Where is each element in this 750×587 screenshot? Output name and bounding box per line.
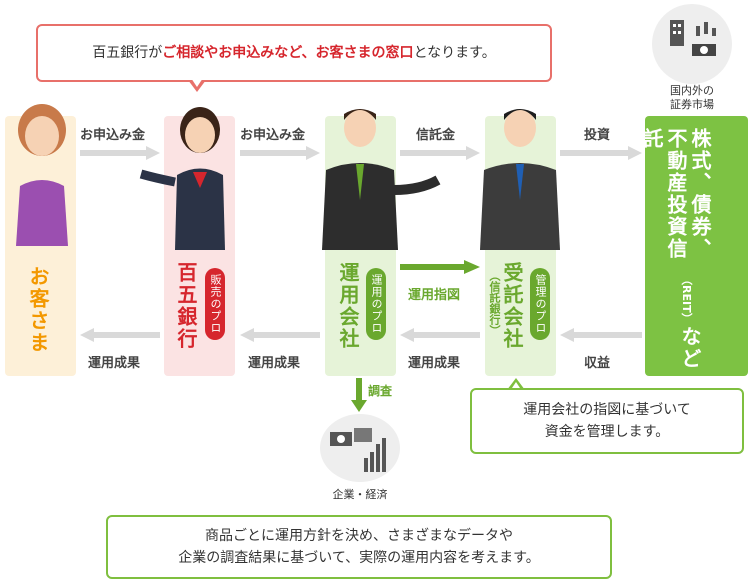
- trustee-badge: 管理のプロ: [530, 268, 550, 340]
- market-label: 国内外の 証券市場: [652, 84, 732, 112]
- trustee-callout-pointer-inner: [510, 382, 522, 391]
- flow-trust-arrow: [400, 146, 480, 160]
- flow-research-label: 調査: [368, 384, 393, 398]
- trustee-sub: （信託銀行）: [488, 270, 501, 336]
- company-economy-label: 企業・経済: [332, 488, 388, 501]
- flow-result2-label: 運用成果: [248, 356, 301, 371]
- flow-result3-label: 運用成果: [408, 356, 461, 371]
- flow-result1-arrow: [80, 328, 160, 342]
- callout-pointer-inner: [191, 78, 203, 87]
- flow-result2-arrow: [240, 328, 320, 342]
- management-callout: 商品ごとに運用方針を決め、さまざまなデータや 企業の調査結果に基づいて、実際の運…: [106, 515, 612, 579]
- callout-text-end: となります。: [413, 45, 496, 61]
- trustee-name: 受託会社: [500, 262, 524, 350]
- trustee-callout: 運用会社の指図に基づいて 資金を管理します。: [470, 388, 744, 454]
- flow-research-arrowhead: [351, 400, 367, 412]
- callout-highlight: ご相談やお申込みなど、お客さまの窓口: [162, 45, 414, 61]
- customer-name: お客さま: [26, 266, 50, 354]
- flow-income-label: 収益: [584, 356, 611, 371]
- market-label-line2: 証券市場: [670, 98, 714, 111]
- management-name: 運用会社: [336, 262, 360, 350]
- flow-trust-label: 信託金: [416, 128, 456, 143]
- market-icon: [652, 4, 732, 84]
- assets-column: [645, 116, 748, 376]
- management-badge: 運用のプロ: [366, 268, 386, 340]
- flow-instruction-label: 運用指図: [408, 288, 461, 303]
- flow-apply2-label: お申込み金: [240, 128, 306, 143]
- customer-figure: [16, 104, 68, 246]
- flow-apply2-arrow: [240, 146, 320, 160]
- flow-research-arrow: [356, 378, 362, 402]
- flow-income-arrow: [560, 328, 642, 342]
- market-label-line1: 国内外の: [670, 84, 714, 97]
- customer-column: [5, 116, 76, 376]
- top-callout: 百五銀行がご相談やお申込みなど、お客さまの窓口となります。: [36, 24, 552, 82]
- flow-result3-arrow: [400, 328, 480, 342]
- assets-sub: （REIT）: [680, 274, 693, 324]
- bank-name: 百五銀行: [174, 262, 198, 350]
- trustee-figure: [480, 109, 560, 250]
- flow-result1-label: 運用成果: [88, 356, 141, 371]
- assets-tail: など: [678, 326, 702, 370]
- bank-badge: 販売のプロ: [205, 268, 225, 340]
- trustee-callout-line1: 運用会社の指図に基づいて: [523, 402, 691, 418]
- flow-instruction-arrow: [400, 260, 480, 274]
- management-callout-line1: 商品ごとに運用方針を決め、さまざまなデータや: [205, 528, 513, 544]
- flow-invest-label: 投資: [584, 128, 611, 143]
- callout-text: 百五銀行が: [92, 45, 163, 61]
- flow-invest-arrow: [560, 146, 642, 160]
- trustee-callout-line2: 資金を管理します。: [544, 424, 670, 440]
- flow-apply1-arrow: [80, 146, 160, 160]
- company-economy-icon: [320, 414, 400, 482]
- management-figure: [322, 109, 441, 250]
- management-callout-line2: 企業の調査結果に基づいて、実際の運用内容を考えます。: [178, 550, 540, 566]
- assets-name: 株式、債券、不動産投資信託: [640, 128, 712, 260]
- flow-apply1-label: お申込み金: [80, 128, 146, 143]
- bank-staff-figure: [139, 107, 225, 250]
